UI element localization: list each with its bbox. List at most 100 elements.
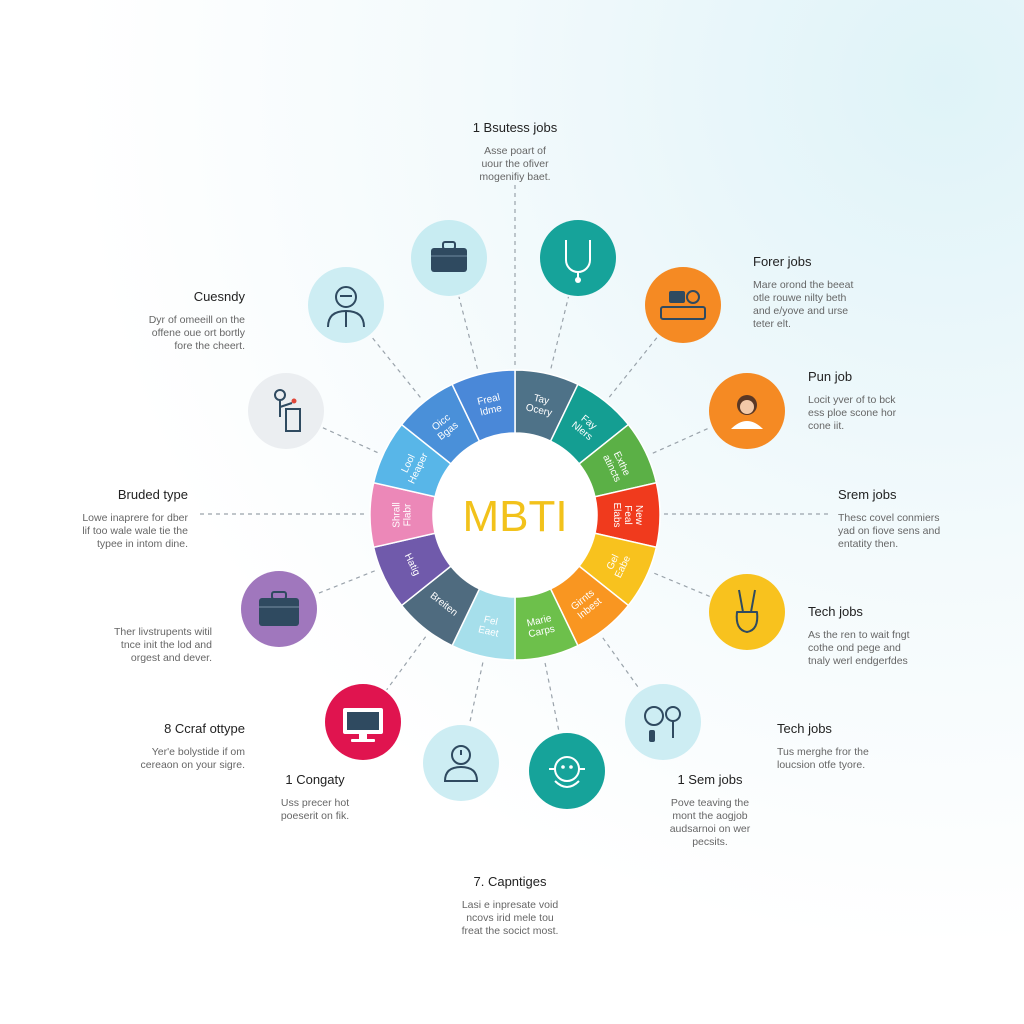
label-desc: Asse poart of uour the ofiver mogenifiy … [440,145,590,184]
icon-connector [654,572,711,598]
desc-line: Dyr of omeeill on the [148,314,245,326]
desc-line: otle rouwe nilty beth [753,292,847,304]
label-capntiges: 7. Capntiges Lasi e inpresate void ncovs… [430,874,590,938]
monitor-icon [325,684,401,760]
label-title: Cuesndy [193,289,245,304]
desc-line: orgest and dever. [130,652,212,664]
center-label: MBTI [462,492,567,541]
label-desc: Dyr of omeeill on the offene oue ort bor… [75,314,245,353]
icon-connector [370,335,421,398]
label-title: 7. Capntiges [473,874,547,889]
desc-line: Thesc covel conmiers [838,512,940,524]
label-pun-job: Pun job Locit yver of to bck ess ploe sc… [808,369,978,433]
icon-connector [544,662,560,732]
desc-line: loucsion otfe tyore. [777,759,866,771]
desc-line: Mare orond the beeat [753,279,854,291]
ring-center-hole [433,433,597,597]
peace-hand-icon [709,574,785,650]
label-title: 1 Bsutess jobs [472,120,558,135]
icon-connector [550,296,570,369]
label-title: Srem jobs [838,487,897,502]
desc-line: ess ploe scone hor [808,407,897,419]
label-desc: Lowe inaprere for dber lif too wale wale… [14,512,188,551]
desc-line: Lasi e inpresate void [461,899,559,911]
label-title: Tech jobs [808,604,863,619]
desc-line: pecsits. [692,836,728,848]
desc-line: tnaly werl endgerfdes [808,655,908,667]
desc-line: yad on fiove sens and [838,525,941,537]
search-tools-icon [625,684,701,760]
desc-line: offene oue ort bortly [151,327,245,339]
stethoscope-icon [540,220,616,296]
briefcase-icon [411,220,487,296]
desc-line: ncovs irid mele tou [466,912,554,924]
desc-line: teter elt. [753,318,791,330]
desc-line: poeserit on fik. [280,810,350,822]
label-congaty: 1 Congaty Uss precer hot poeserit on fik… [255,772,375,823]
label-desc: Yer'e bolystide if om cereaon on your si… [75,746,245,772]
icon-connector [458,296,479,369]
clock-person-icon [423,725,499,801]
desk-worker-icon [645,267,721,343]
label-desc: Uss precer hot poeserit on fik. [255,797,375,823]
desc-line: entatity then. [838,538,899,550]
icon-connector [386,636,427,691]
label-title: Tech jobs [777,721,832,736]
desc-line: Tus merghe fror the [777,746,869,758]
robot-head-icon [529,733,605,809]
icon-connector [652,426,711,454]
desc-line: audsarnoi on wer [669,823,751,835]
ring-segment-label: NewFealElabs [611,502,644,527]
label-srem-jobs: Srem jobs Thesc covel conmiers yad on fi… [838,487,1013,551]
desc-line: fore the cheert. [174,340,245,352]
icon-connector [602,637,641,690]
desc-line: As the ren to wait fngt [808,629,910,641]
desc-line: cereaon on your sigre. [140,759,245,771]
person-icon [709,373,785,449]
desc-line: Asse poart of [484,145,546,157]
label-desc: Ther livstrupents witil tnce init the lo… [40,626,212,665]
label-desc: Lasi e inpresate void ncovs irid mele to… [430,899,590,938]
label-title: Pun job [808,369,853,384]
icon-connector [322,426,378,454]
ring-segment-label: ShrallFlabr [392,502,414,528]
label-title: 8 Ccraf ottype [164,721,245,736]
ring-segment-label: Frealldme [476,392,503,419]
icon-circles [241,220,785,809]
label-business-jobs: 1 Bsutess jobs Asse poart of uour the of… [440,120,590,184]
label-tech-jobs: Tech jobs As the ren to wait fngt cothe … [808,604,1008,668]
desc-line: Yer'e bolystide if om [151,746,245,758]
label-cuesndy: Cuesndy Dyr of omeeill on the offene oue… [75,289,245,353]
desc-line: cone iit. [808,420,845,432]
desc-line: Locit yver of to bck [808,394,896,406]
desc-line: cothe ond pege and [808,642,901,654]
label-title: 1 Congaty [285,772,345,787]
mbti-ring: TayOceryFayNlersExtheatinctsNewFealElabs… [369,369,661,661]
desc-line: freat the socict most. [461,925,559,937]
label-instruments: Ther livstrupents witil tnce init the lo… [40,626,212,665]
label-desc: Thesc covel conmiers yad on fiove sens a… [838,512,1013,551]
label-ccraf-ottype: 8 Ccraf ottype Yer'e bolystide if om cer… [75,721,245,772]
desc-line: Uss precer hot [280,797,350,809]
label-forer-jobs: Forer jobs Mare orond the beeat otle rou… [753,254,923,331]
desc-line: Pove teaving the [670,797,750,809]
ring-segment-label: FelEaet [477,614,502,640]
icon-connector [608,335,659,398]
desc-line: uour the ofiver [481,158,549,170]
desc-line: Lowe inaprere for dber [82,512,188,524]
label-tech-jobs-2: Tech jobs Tus merghe fror the loucsion o… [777,721,957,772]
label-desc: Tus merghe fror the loucsion otfe tyore. [777,746,957,772]
desc-line: mogenifiy baet. [479,171,551,183]
suitcase-icon [241,571,317,647]
label-title: Bruded type [117,487,188,502]
label-title: 1 Sem jobs [677,772,743,787]
label-sem-jobs: 1 Sem jobs Pove teaving the mont the aog… [650,772,770,849]
desc-line: and e/yove and urse [753,305,849,317]
icon-connector [315,570,375,595]
desc-line: Ther livstrupents witil [113,626,212,638]
label-desc: Locit yver of to bck ess ploe scone hor … [808,394,978,433]
connector-lines [200,185,830,732]
label-desc: As the ren to wait fngt cothe ond pege a… [808,629,1008,668]
businessman-icon [308,267,384,343]
